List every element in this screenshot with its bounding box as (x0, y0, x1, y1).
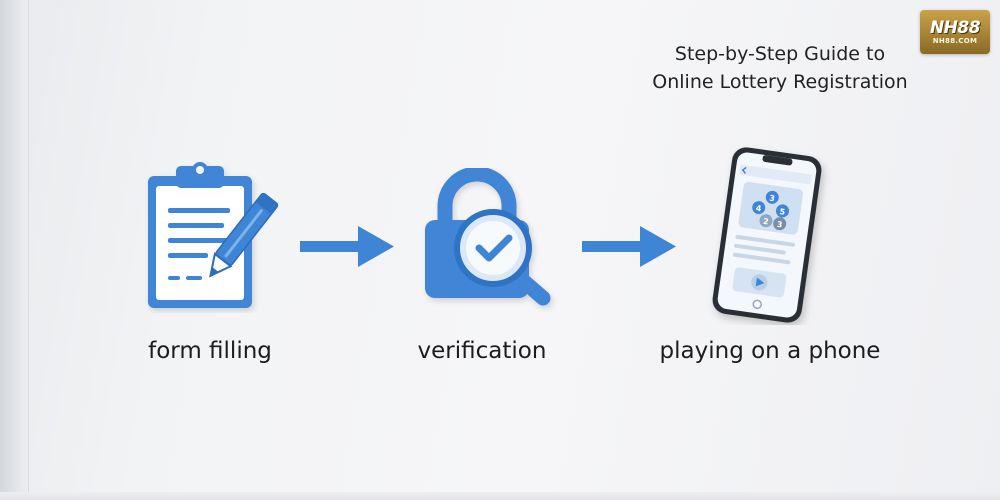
brand-logo-text: NH88 (929, 17, 981, 38)
brand-logo: NH88 NH88.COM (920, 10, 990, 54)
lottery-balls: 3 4 5 2 3 (752, 190, 790, 231)
wall-edge-bottom (0, 492, 1000, 500)
wall-edge-left (0, 0, 29, 500)
smartphone-lottery-icon: 3 4 5 2 3 (712, 147, 822, 323)
clipboard-pencil-icon (148, 162, 279, 308)
arrow-right-icon (582, 226, 676, 267)
page-title-line2: Online Lottery Registration (652, 71, 908, 93)
lottery-ball: 5 (779, 207, 786, 217)
lottery-ball: 2 (762, 217, 769, 227)
lottery-ball: 3 (776, 220, 783, 230)
padlock-magnifier-check-icon (425, 168, 551, 306)
arrow-right-icon (300, 226, 394, 267)
step-label-playing-on-phone: playing on a phone (659, 338, 881, 364)
page-title-line1: Step-by-Step Guide to (674, 43, 886, 65)
step-label-verification: verification (417, 338, 547, 364)
lottery-ball: 4 (755, 204, 762, 214)
page-title: Step-by-Step Guide to Online Lottery Reg… (620, 40, 940, 96)
lottery-ball: 3 (769, 194, 776, 204)
step-label-form-filling: form filling (148, 338, 272, 364)
brand-logo-subtext: NH88.COM (932, 36, 978, 45)
